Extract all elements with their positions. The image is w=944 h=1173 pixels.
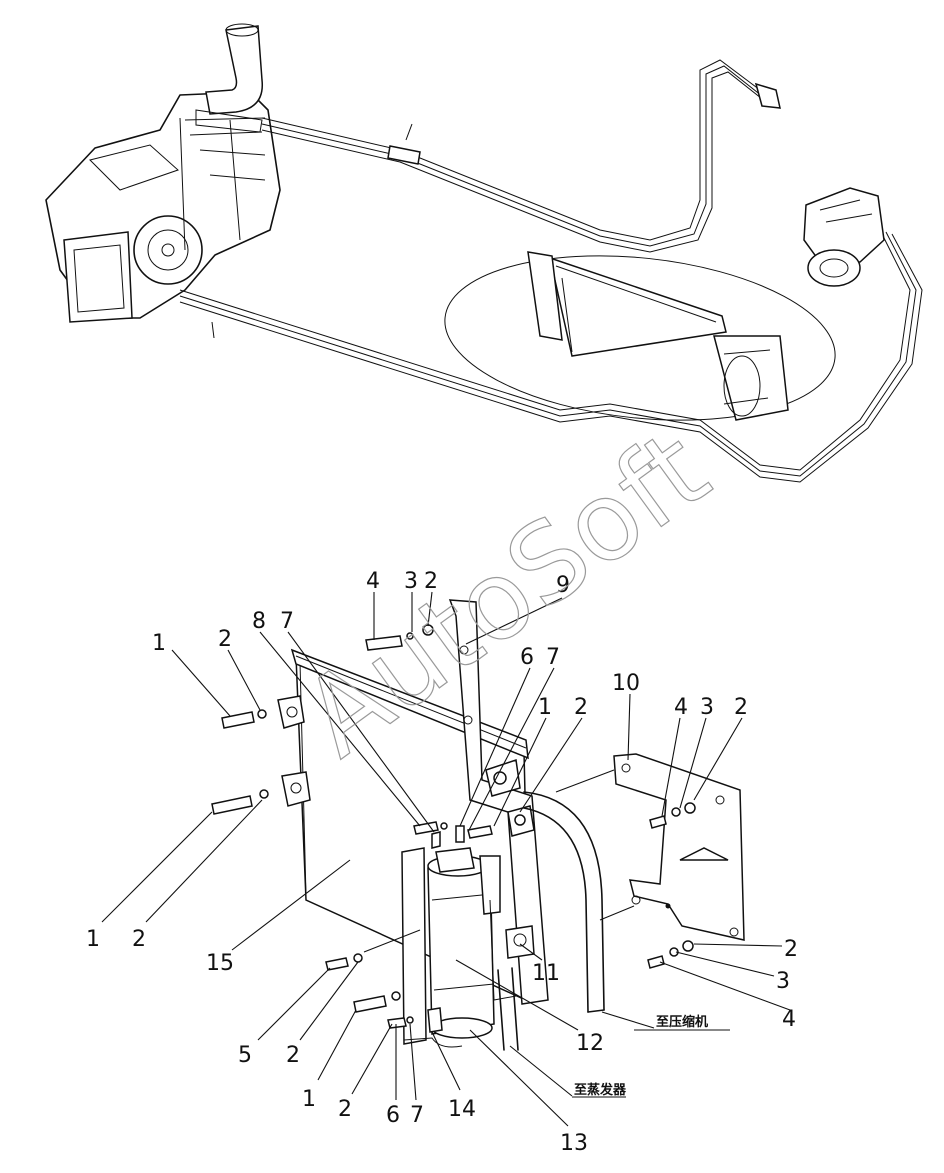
highlight-ellipse: [444, 255, 836, 421]
callout-1: 1: [86, 927, 100, 952]
callout-1: 1: [152, 631, 166, 656]
bolt-1-top: [221, 709, 267, 729]
bolt-4-top: [365, 624, 434, 651]
bracket-10: [613, 753, 745, 941]
callout-3: 3: [700, 695, 714, 720]
left-bracket-bottom: [281, 771, 311, 807]
callout-10: 10: [612, 671, 640, 696]
overview-condenser: [527, 251, 789, 421]
callout-4: 4: [782, 1007, 796, 1032]
callout-2: 2: [132, 927, 146, 952]
hose-to-evaporator: [497, 969, 505, 1051]
compressor: [803, 187, 885, 287]
callout-1: 1: [538, 695, 552, 720]
callout-6: 6: [386, 1103, 400, 1128]
callout-2: 2: [574, 695, 588, 720]
bracket-9: [448, 599, 549, 1005]
callout-2: 2: [784, 937, 798, 962]
callout-3: 3: [776, 969, 790, 994]
note-to-evaporator: 至蒸发器: [574, 1082, 627, 1098]
callout-13: 13: [560, 1131, 588, 1156]
callout-5: 5: [238, 1043, 252, 1068]
bolt-4-right-top: [649, 802, 696, 829]
callout-2: 2: [218, 627, 232, 652]
bolt-1-bottom: [211, 789, 269, 815]
callout-labels: 1 2 1 2 15 5 2 1 2 6 7 14 13 12 11 9 4 3…: [86, 569, 798, 1156]
callout-6: 6: [520, 645, 534, 670]
callout-8: 8: [252, 609, 266, 634]
callout-2: 2: [338, 1097, 352, 1122]
callout-4: 4: [674, 695, 688, 720]
callout-1: 1: [302, 1087, 316, 1112]
callout-2: 2: [734, 695, 748, 720]
bolt-6-lower: [387, 1016, 414, 1029]
callout-7: 7: [280, 609, 294, 634]
callout-15: 15: [206, 951, 234, 976]
callout-4: 4: [366, 569, 380, 594]
leader-lines: [101, 591, 791, 1127]
callout-12: 12: [576, 1031, 604, 1056]
note-to-compressor: 至压缩机: [656, 1014, 708, 1030]
receiver-drier: [401, 847, 535, 1048]
bolt-1-lower: [353, 991, 401, 1013]
callout-2: 2: [286, 1043, 300, 1068]
overview-assembly: [45, 23, 923, 483]
callout-3: 3: [404, 569, 418, 594]
fitting-bolts-center: [413, 821, 493, 849]
callout-7: 7: [410, 1103, 424, 1128]
callout-11: 11: [532, 961, 560, 986]
hose-to-compressor: [523, 791, 605, 1011]
exploded-condenser: [211, 599, 745, 1051]
callout-2: 2: [424, 569, 438, 594]
bolt-5: [325, 953, 363, 971]
callout-14: 14: [448, 1097, 476, 1122]
refrigerant-lines: [179, 59, 923, 483]
callout-9: 9: [556, 573, 570, 598]
left-bracket-top: [277, 695, 305, 729]
callout-7: 7: [546, 645, 560, 670]
watermark: AutoSoft: [282, 407, 731, 781]
hvac-unit: [45, 23, 281, 339]
